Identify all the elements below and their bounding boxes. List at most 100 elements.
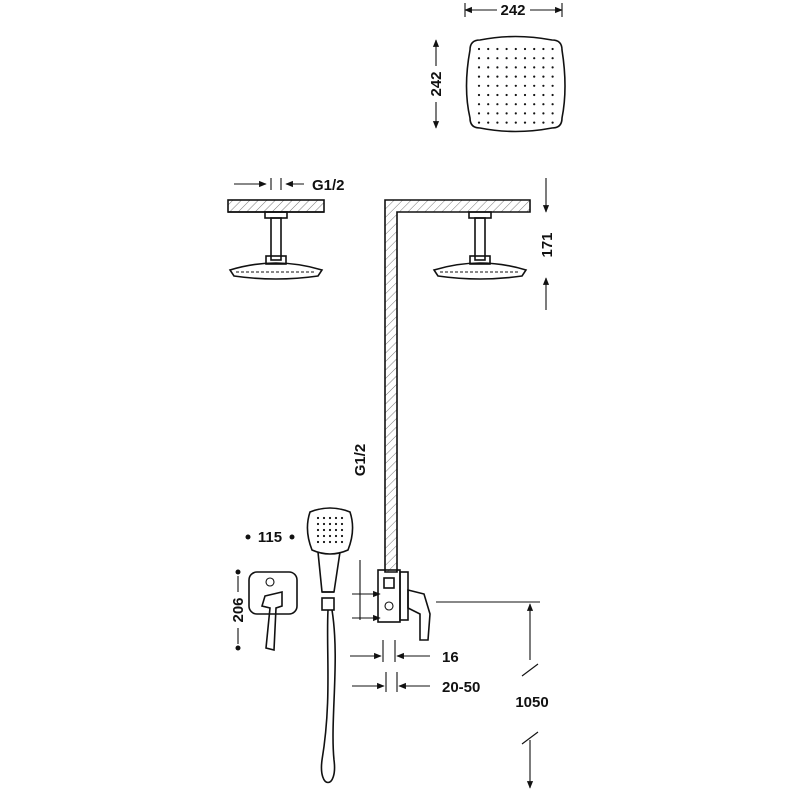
nozzle-dot bbox=[551, 84, 554, 87]
nozzle-dot bbox=[533, 84, 536, 87]
nozzle-dot bbox=[551, 121, 554, 124]
nozzle-dot bbox=[533, 103, 536, 106]
hand-nozzle-dot bbox=[340, 522, 344, 526]
hand-nozzle-dot bbox=[334, 522, 338, 526]
nozzle-dot bbox=[533, 121, 536, 124]
nozzle-dot bbox=[542, 112, 545, 115]
nozzle-dot bbox=[496, 103, 499, 106]
nozzle-dot bbox=[533, 47, 536, 51]
hand-nozzle-dot bbox=[334, 528, 338, 532]
hand-nozzle-dot bbox=[322, 522, 326, 526]
nozzle-dot bbox=[542, 84, 545, 87]
hand-nozzle-dot bbox=[328, 540, 332, 544]
nozzle-dot bbox=[505, 66, 508, 69]
nozzle-dot bbox=[487, 57, 490, 60]
hand-nozzle-dot bbox=[316, 522, 320, 526]
ceiling-shower-left bbox=[227, 199, 325, 280]
nozzle-dot bbox=[496, 75, 499, 78]
hand-width-dimension: 115 bbox=[245, 529, 295, 546]
nozzle-dot bbox=[523, 75, 527, 78]
mount-height-dimension: 1050 bbox=[436, 601, 549, 789]
nozzle-dot bbox=[505, 75, 508, 78]
nozzle-dot bbox=[551, 75, 554, 78]
nozzle-dot bbox=[487, 84, 490, 87]
shower-head-top-view bbox=[465, 35, 566, 133]
nozzle-dot bbox=[505, 112, 508, 115]
mount-height-label: 1050 bbox=[515, 694, 548, 711]
nozzle-dot bbox=[477, 112, 481, 115]
nozzle-dot bbox=[487, 112, 490, 115]
hand-nozzle-dot bbox=[316, 540, 320, 544]
nozzle-dot bbox=[533, 93, 536, 97]
nozzle-dot bbox=[523, 66, 527, 69]
nozzle-dot bbox=[514, 84, 517, 87]
nozzle-dot bbox=[523, 121, 527, 124]
hand-nozzle-dot bbox=[340, 528, 344, 532]
hand-shower-head bbox=[306, 507, 354, 593]
nozzle-dot bbox=[505, 84, 508, 87]
valve-embed-dimension: 20-50 bbox=[352, 672, 480, 696]
ceiling-thread-label: G1/2 bbox=[312, 177, 345, 194]
hand-nozzle-dot bbox=[334, 516, 338, 520]
nozzle-dot bbox=[514, 112, 517, 115]
nozzle-dot bbox=[514, 57, 517, 60]
nozzle-dot bbox=[542, 75, 545, 78]
hand-nozzle-dot bbox=[340, 516, 344, 520]
ceiling-shower-right bbox=[432, 211, 528, 280]
wall-section bbox=[384, 199, 531, 573]
nozzle-dot bbox=[533, 75, 536, 78]
outlet-thread-dimension: G1/2 bbox=[352, 444, 381, 622]
nozzle-dot bbox=[523, 84, 527, 87]
valve-embed-label: 20-50 bbox=[442, 679, 480, 696]
shower-hose-and-holder bbox=[320, 597, 337, 784]
nozzle-dot bbox=[523, 57, 527, 60]
nozzle-dot bbox=[533, 57, 536, 60]
hand-nozzle-dot bbox=[316, 534, 320, 538]
nozzle-dot bbox=[477, 84, 481, 87]
hand-nozzle-dots bbox=[316, 516, 344, 544]
hand-nozzle-dot bbox=[334, 534, 338, 538]
head-width-dimension: 242 bbox=[464, 2, 563, 19]
hand-nozzle-dot bbox=[328, 534, 332, 538]
hand-width-label: 115 bbox=[258, 529, 282, 546]
nozzle-dot bbox=[542, 103, 545, 106]
hand-nozzle-dot bbox=[328, 522, 332, 526]
nozzle-dot bbox=[542, 93, 545, 97]
plate-height-dimension: 206 bbox=[230, 569, 247, 651]
nozzle-dot bbox=[477, 121, 481, 124]
nozzle-dot bbox=[551, 47, 554, 51]
nozzle-dot bbox=[523, 103, 527, 106]
nozzle-dot bbox=[551, 112, 554, 115]
nozzle-dot bbox=[496, 84, 499, 87]
nozzle-dot bbox=[514, 103, 517, 106]
arm-length-label: 171 bbox=[539, 232, 556, 257]
hand-nozzle-dot bbox=[340, 534, 344, 538]
nozzle-dot bbox=[496, 66, 499, 69]
nozzle-dot bbox=[514, 75, 517, 78]
nozzle-dot bbox=[477, 57, 481, 60]
nozzle-dot bbox=[551, 66, 554, 69]
nozzle-dot bbox=[542, 121, 545, 124]
nozzle-dot bbox=[505, 93, 508, 97]
nozzle-dot bbox=[477, 75, 481, 78]
nozzle-dot bbox=[496, 47, 499, 51]
nozzle-dot bbox=[542, 57, 545, 60]
nozzle-dot bbox=[477, 103, 481, 106]
hand-nozzle-dot bbox=[322, 540, 326, 544]
nozzle-dot bbox=[487, 103, 490, 106]
nozzle-dot bbox=[505, 121, 508, 124]
nozzle-dot bbox=[514, 93, 517, 97]
plate-height-label: 206 bbox=[230, 597, 247, 622]
nozzle-dot bbox=[523, 112, 527, 115]
nozzle-dot bbox=[477, 66, 481, 69]
nozzle-dot bbox=[487, 47, 490, 51]
nozzle-dot bbox=[487, 66, 490, 69]
nozzle-dot bbox=[523, 93, 527, 97]
nozzle-dot bbox=[542, 66, 545, 69]
hand-nozzle-dot bbox=[322, 534, 326, 538]
nozzle-dot bbox=[496, 112, 499, 115]
nozzle-dot bbox=[496, 121, 499, 124]
nozzle-dot bbox=[514, 47, 517, 51]
hand-nozzle-dot bbox=[316, 516, 320, 520]
